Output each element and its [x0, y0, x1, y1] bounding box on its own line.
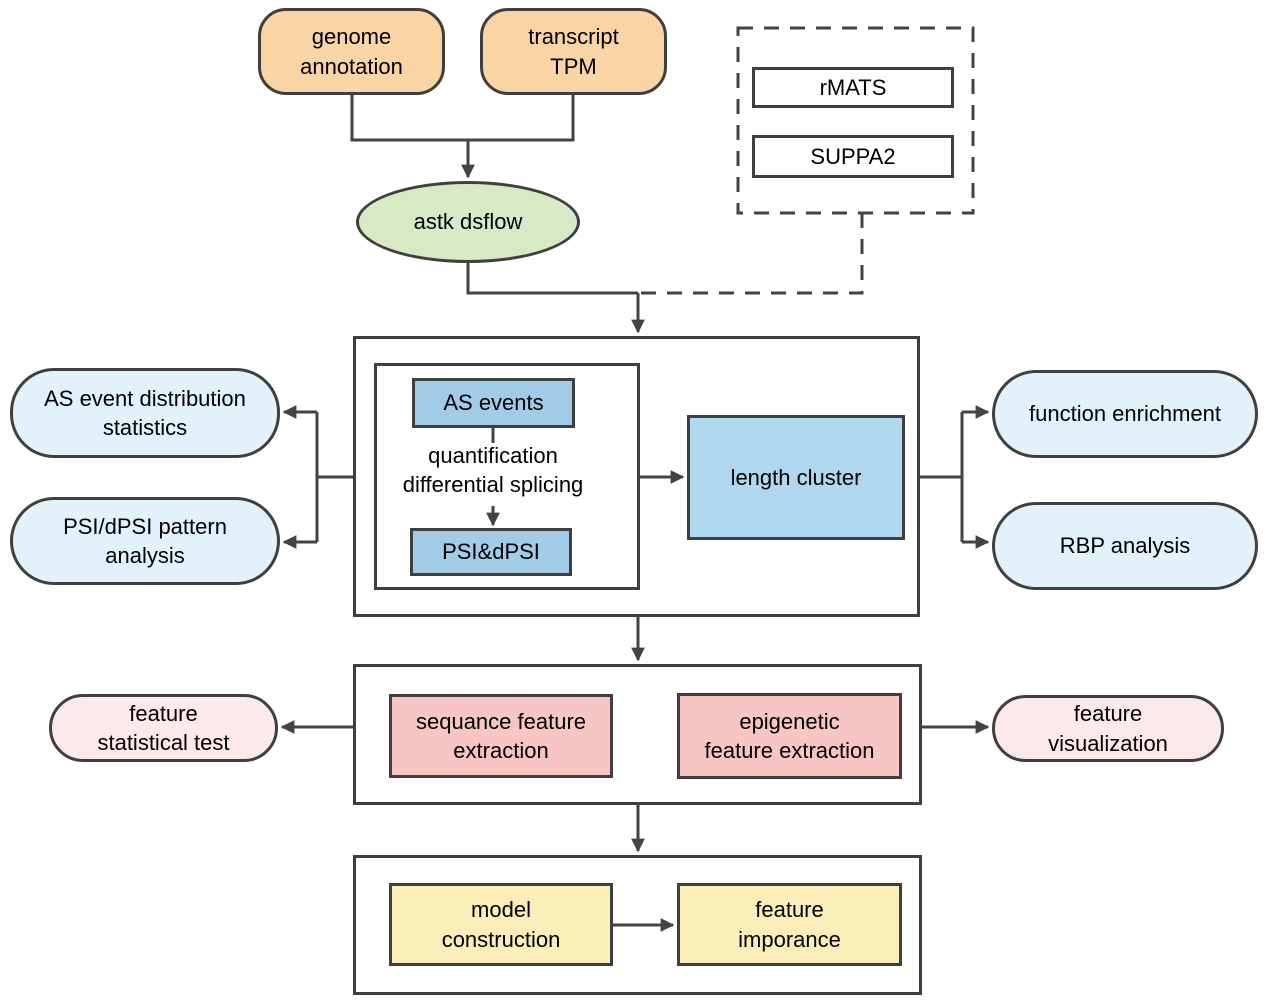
node-feature-statistical-test: feature statistical test — [49, 694, 278, 762]
node-epigenetic-feature-extraction: epigenetic feature extraction — [677, 693, 902, 779]
rmats-suppa2-group-dashed-box — [736, 26, 975, 215]
node-length-cluster: length cluster — [687, 415, 905, 540]
node-function-enrichment: function enrichment — [992, 370, 1258, 458]
node-as-events: AS events — [412, 378, 575, 428]
node-psi-dpsi: PSI&dPSI — [410, 528, 572, 576]
node-rbp-analysis: RBP analysis — [992, 502, 1258, 590]
node-genome-annotation: genome annotation — [258, 8, 445, 95]
node-astk-dsflow: astk dsflow — [356, 181, 580, 263]
node-sequence-feature-extraction: sequance feature extraction — [389, 694, 613, 778]
node-transcript-tpm: transcript TPM — [480, 8, 667, 95]
node-feature-visualization: feature visualization — [992, 695, 1224, 762]
node-feature-importance: feature imporance — [677, 883, 902, 966]
edge-tools-dashed — [641, 213, 864, 295]
feature-extraction-section-box — [353, 664, 922, 805]
edge-inputs-join — [350, 95, 575, 142]
splicing-analysis-section-box — [353, 336, 920, 617]
edge-right-split — [920, 412, 964, 542]
node-psi-dpsi-pattern-analysis: PSI/dPSI pattern analysis — [10, 497, 280, 585]
edge-left-split — [315, 412, 353, 542]
as-quantification-inner-box — [374, 363, 640, 590]
node-rmats: rMATS — [752, 67, 954, 108]
model-section-box — [353, 855, 922, 995]
node-as-event-distribution-statistics: AS event distribution statistics — [10, 368, 280, 458]
node-model-construction: model construction — [389, 883, 613, 966]
node-suppa2: SUPPA2 — [752, 135, 954, 178]
edge-astk-elbow — [466, 263, 638, 295]
label-quantification-differential-splicing: quantification differential splicing — [402, 442, 584, 497]
